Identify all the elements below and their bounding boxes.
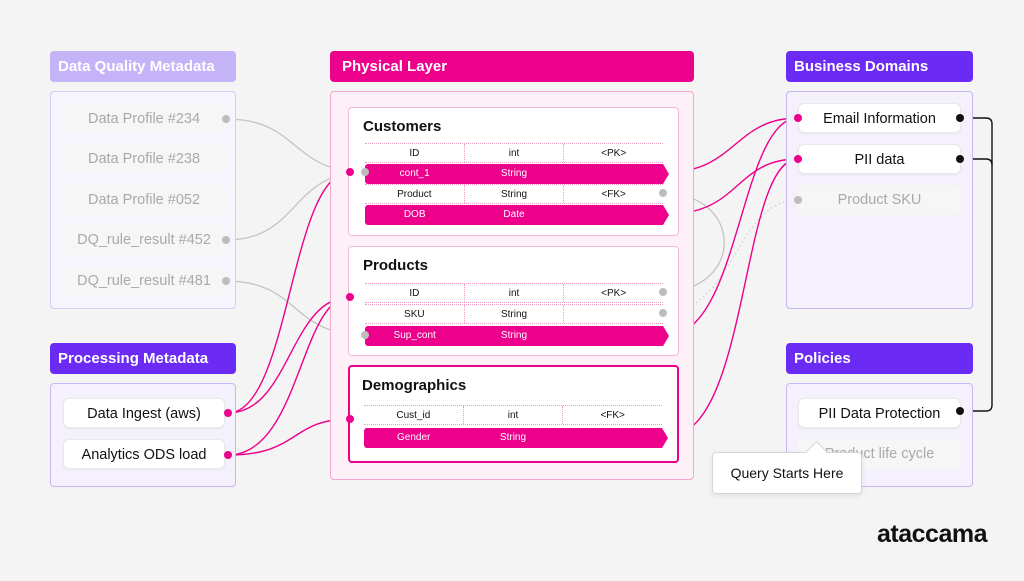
policy-item-pii-data-protection[interactable]: PII Data Protection <box>798 398 961 428</box>
dq-item-label: Data Profile #052 <box>87 192 201 208</box>
policies-header: Policies <box>786 343 973 374</box>
business-out-dot <box>956 155 964 163</box>
cell: SKU <box>365 305 465 323</box>
table-customers[interactable]: Customers ID int <PK> cont_1 String Prod… <box>348 107 679 236</box>
business-item-label: Product SKU <box>837 192 922 208</box>
cell <box>563 428 662 448</box>
physical-layer-title: Physical Layer <box>342 58 448 75</box>
dq-item-profile-234[interactable]: Data Profile #234 <box>63 104 225 134</box>
cell <box>564 164 663 184</box>
dq-item-rule-452[interactable]: DQ_rule_result #452 <box>63 225 225 255</box>
processing-item-label: Analytics ODS load <box>81 447 207 463</box>
table-demographics[interactable]: Demographics Cust_id int <FK> Gender Str… <box>348 365 679 463</box>
cell: Date <box>503 209 525 220</box>
ataccama-logo: ataccama <box>877 520 987 548</box>
business-in-dot <box>794 196 802 204</box>
dq-connector-dot <box>222 277 230 285</box>
cell <box>564 326 663 346</box>
policy-item-label: PII Data Protection <box>818 406 941 422</box>
table-row: ID int <PK> <box>365 143 663 163</box>
dq-item-profile-238[interactable]: Data Profile #238 <box>63 144 225 174</box>
table-title: Products <box>363 257 429 274</box>
customers-cont1-in-dot <box>361 168 369 176</box>
table-row-highlighted: DOB Date <box>365 205 669 225</box>
cell: <FK> <box>600 410 625 421</box>
dq-connector-dot <box>222 236 230 244</box>
processing-header: Processing Metadata <box>50 343 236 374</box>
cell: cont_1 <box>399 168 430 179</box>
cell: Cust_id <box>364 406 464 424</box>
business-item-label: PII data <box>854 152 905 168</box>
cell: <PK> <box>601 288 627 299</box>
business-item-email-information[interactable]: Email Information <box>798 103 961 133</box>
table-title: Demographics <box>362 377 467 394</box>
table-products[interactable]: Products ID int <PK> SKU String Sup_cont… <box>348 246 679 356</box>
processing-title: Processing Metadata <box>58 350 209 367</box>
policies-title: Policies <box>794 350 851 367</box>
business-domains-title: Business Domains <box>794 58 929 75</box>
dq-connector-dot <box>222 115 230 123</box>
table-row: SKU String <box>365 304 663 324</box>
dq-item-rule-481[interactable]: DQ_rule_result #481 <box>63 266 225 296</box>
business-out-dot <box>956 114 964 122</box>
cell: ID <box>365 144 465 162</box>
query-start-tooltip: Query Starts Here <box>712 452 862 494</box>
table-row-highlighted: Sup_cont String <box>365 326 669 346</box>
dq-item-profile-052[interactable]: Data Profile #052 <box>63 185 225 215</box>
business-item-pii-data[interactable]: PII data <box>798 144 961 174</box>
table-row-highlighted: cont_1 String <box>365 164 669 184</box>
products-sku-dot <box>659 309 667 317</box>
dq-item-label: Data Profile #238 <box>87 151 201 167</box>
table-row-highlighted: Gender String <box>364 428 668 448</box>
products-supcont-in-dot <box>361 331 369 339</box>
table-row: Product String <FK> <box>365 184 663 204</box>
demographics-left-dot <box>346 415 354 423</box>
products-pk-dot <box>659 288 667 296</box>
processing-item-analytics-ods[interactable]: Analytics ODS load <box>63 439 225 469</box>
cell: int <box>464 406 564 424</box>
cell: DOB <box>403 209 426 220</box>
products-left-dot <box>346 293 354 301</box>
cell: <FK> <box>601 189 626 200</box>
cell: <PK> <box>601 148 627 159</box>
processing-connector-dot <box>224 409 232 417</box>
cell: int <box>465 284 565 302</box>
cell <box>564 305 663 323</box>
dq-item-label: Data Profile #234 <box>87 111 201 127</box>
data-quality-title: Data Quality Metadata <box>58 58 215 75</box>
cell: int <box>465 144 565 162</box>
cell: Sup_cont <box>393 330 436 341</box>
cell: Gender <box>396 432 431 443</box>
table-title: Customers <box>363 118 442 135</box>
cell: ID <box>365 284 465 302</box>
cell: Product <box>365 185 465 203</box>
physical-layer-header: Physical Layer <box>330 51 694 82</box>
business-item-label: Email Information <box>823 111 936 127</box>
business-in-dot <box>794 114 802 122</box>
policy-out-dot <box>956 407 964 415</box>
processing-item-label: Data Ingest (aws) <box>87 406 201 422</box>
cell: String <box>465 305 565 323</box>
cell: String <box>500 168 528 179</box>
table-row: Cust_id int <FK> <box>364 405 662 425</box>
processing-item-data-ingest[interactable]: Data Ingest (aws) <box>63 398 225 428</box>
cell: String <box>465 185 565 203</box>
business-item-product-sku[interactable]: Product SKU <box>798 185 961 215</box>
processing-connector-dot <box>224 451 232 459</box>
dq-item-label: DQ_rule_result #452 <box>77 232 211 248</box>
cell: String <box>500 330 528 341</box>
business-in-dot <box>794 155 802 163</box>
cell <box>564 205 663 225</box>
business-domains-header: Business Domains <box>786 51 973 82</box>
table-row: ID int <PK> <box>365 283 663 303</box>
cell: String <box>499 432 527 443</box>
customers-fk-dot <box>659 189 667 197</box>
data-quality-header: Data Quality Metadata <box>50 51 236 82</box>
tooltip-text: Query Starts Here <box>730 465 844 481</box>
customers-left-dot <box>346 168 354 176</box>
dq-item-label: DQ_rule_result #481 <box>77 273 211 289</box>
